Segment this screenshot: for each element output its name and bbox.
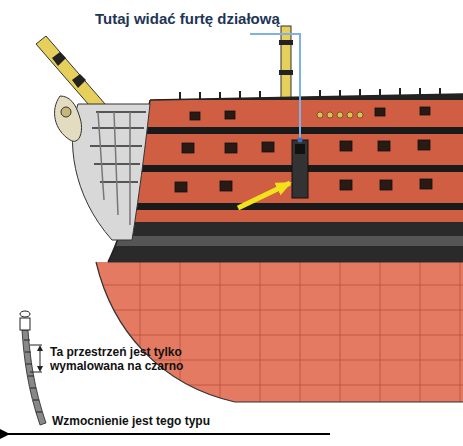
rail [180, 88, 440, 100]
ornaments [317, 112, 363, 118]
callout-label: Tutaj widać furtę działową [95, 10, 280, 27]
pointer-arrow [238, 183, 290, 208]
bow-head [55, 96, 150, 240]
lower-hull [90, 255, 463, 405]
leader-line [250, 34, 300, 138]
note-label: Ta przestrzeń jest tylko wymalowana na c… [50, 346, 190, 374]
mast [279, 26, 293, 100]
note-label: Wzmocnienie jest tego typu [52, 415, 210, 429]
inset-section [20, 311, 46, 425]
gun-port-highlight [292, 140, 308, 198]
reference-arrow [8, 433, 330, 435]
upper-hull [100, 90, 463, 265]
